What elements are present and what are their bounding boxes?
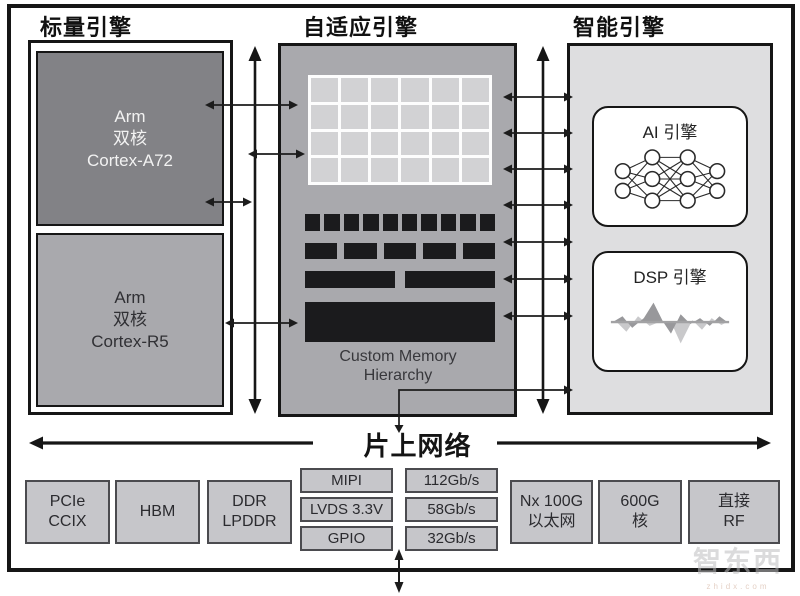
logic-cell xyxy=(431,104,459,129)
io-eth-line1: Nx 100G xyxy=(519,493,584,510)
large-memory-bar xyxy=(305,302,495,342)
ai-engine-card: AI 引擎 xyxy=(592,106,748,227)
io-gpio-label: GPIO xyxy=(327,530,366,547)
io-block-hbm: HBM xyxy=(115,480,200,544)
ultra-ram-row xyxy=(305,243,496,259)
logic-cell xyxy=(311,78,339,102)
logic-cell xyxy=(461,131,489,156)
memory-block xyxy=(421,214,437,231)
logic-cell xyxy=(401,78,429,102)
logic-cell xyxy=(461,78,489,102)
logic-cell xyxy=(371,158,399,182)
adaptable-engines-title: 自适应引擎 xyxy=(303,15,419,40)
watermark: 智东西 zhidx.com xyxy=(688,540,788,591)
io-block-58gbs: 58Gb/s xyxy=(405,497,498,522)
io-58gbs-label: 58Gb/s xyxy=(427,501,476,518)
logic-cell xyxy=(311,131,339,156)
io-600g-line1: 600G xyxy=(620,493,660,510)
ai-engine-label: AI 引擎 xyxy=(642,123,698,142)
logic-cell xyxy=(341,104,369,129)
io-ddr-line2: LPDDR xyxy=(222,513,277,530)
io-mipi-label: MIPI xyxy=(331,472,362,489)
io-block-direct-rf: 直接 RF xyxy=(688,480,780,544)
cortex-a72-line1: Arm xyxy=(114,106,146,126)
memory-block xyxy=(479,214,496,231)
memory-block xyxy=(305,271,395,288)
io-pcie-line1: PCIe xyxy=(49,493,86,510)
memory-block xyxy=(462,243,496,259)
waveform-icon xyxy=(610,302,730,344)
cmh-line1: Custom Memory xyxy=(339,348,457,365)
memory-block xyxy=(460,214,476,231)
memory-block xyxy=(305,243,338,259)
neural-network-icon xyxy=(614,149,726,209)
logic-cell xyxy=(371,78,399,102)
cortex-a72-line3: Cortex-A72 xyxy=(87,150,173,170)
io-pcie-line2: CCIX xyxy=(48,513,87,530)
io-rf-line1: 直接 xyxy=(717,493,750,510)
logic-cell xyxy=(431,78,459,102)
cortex-r5-line2: 双核 xyxy=(113,310,147,329)
io-rf-line2: RF xyxy=(723,513,745,530)
logic-cell xyxy=(401,158,429,182)
memory-block xyxy=(344,243,377,259)
cmh-line2: Hierarchy xyxy=(363,367,433,384)
logic-cell xyxy=(461,158,489,182)
io-block-mipi: MIPI xyxy=(300,468,393,493)
io-112gbs-label: 112Gb/s xyxy=(423,472,480,489)
cortex-a72-block: Arm 双核 Cortex-A72 xyxy=(36,51,224,226)
noc-label: 片上网络 xyxy=(363,431,472,461)
logic-cell xyxy=(401,104,429,129)
watermark-url: zhidx.com xyxy=(706,582,770,591)
cache-bar-row xyxy=(305,271,495,288)
custom-memory-hierarchy-label: Custom Memory Hierarchy xyxy=(280,347,516,385)
dsp-engine-card: DSP 引擎 xyxy=(592,251,748,372)
logic-cell xyxy=(341,131,369,156)
cortex-r5-line3: Cortex-R5 xyxy=(91,332,169,351)
memory-block xyxy=(440,214,457,231)
io-eth-line2: 以太网 xyxy=(527,513,576,530)
logic-cell xyxy=(311,104,339,129)
scalar-engines-title: 标量引擎 xyxy=(40,15,133,40)
logic-cell xyxy=(311,158,339,182)
cortex-r5-block: Arm 双核 Cortex-R5 xyxy=(36,233,224,407)
dsp-engine-label: DSP 引擎 xyxy=(633,268,707,287)
io-block-pcie-ccix: PCIe CCIX xyxy=(25,480,110,544)
memory-block xyxy=(383,243,417,259)
io-block-32gbs: 32Gb/s xyxy=(405,526,498,551)
watermark-logo: 智东西 xyxy=(692,546,783,577)
logic-cell xyxy=(461,104,489,129)
io-block-600g-core: 600G 核 xyxy=(598,480,682,544)
memory-block xyxy=(402,214,418,231)
logic-cell xyxy=(431,158,459,182)
memory-block xyxy=(423,243,456,259)
io-600g-line2: 核 xyxy=(631,513,648,530)
memory-block xyxy=(324,214,340,231)
io-32gbs-label: 32Gb/s xyxy=(427,530,476,547)
logic-cell xyxy=(401,131,429,156)
memory-block xyxy=(405,271,495,288)
memory-block xyxy=(382,214,399,231)
block-ram-row xyxy=(305,214,496,231)
logic-cell xyxy=(371,131,399,156)
io-block-ddr-lpddr: DDR LPDDR xyxy=(207,480,292,544)
logic-cell xyxy=(341,158,369,182)
logic-cell xyxy=(431,131,459,156)
logic-cell xyxy=(371,104,399,129)
io-block-ethernet: Nx 100G 以太网 xyxy=(510,480,593,544)
memory-block xyxy=(305,214,321,231)
intelligent-engines-title: 智能引擎 xyxy=(573,15,666,40)
io-lvds-label: LVDS 3.3V xyxy=(309,501,384,518)
cortex-a72-line2: 双核 xyxy=(113,128,147,148)
io-block-gpio: GPIO xyxy=(300,526,393,551)
logic-cell xyxy=(341,78,369,102)
io-hbm-line1: HBM xyxy=(139,503,176,520)
io-ddr-line1: DDR xyxy=(232,493,267,510)
programmable-logic-grid xyxy=(308,75,492,185)
io-block-lvds: LVDS 3.3V xyxy=(300,497,393,522)
io-block-112gbs: 112Gb/s xyxy=(405,468,498,493)
cortex-r5-line1: Arm xyxy=(114,288,146,307)
memory-block xyxy=(363,214,379,231)
memory-block xyxy=(343,214,360,231)
